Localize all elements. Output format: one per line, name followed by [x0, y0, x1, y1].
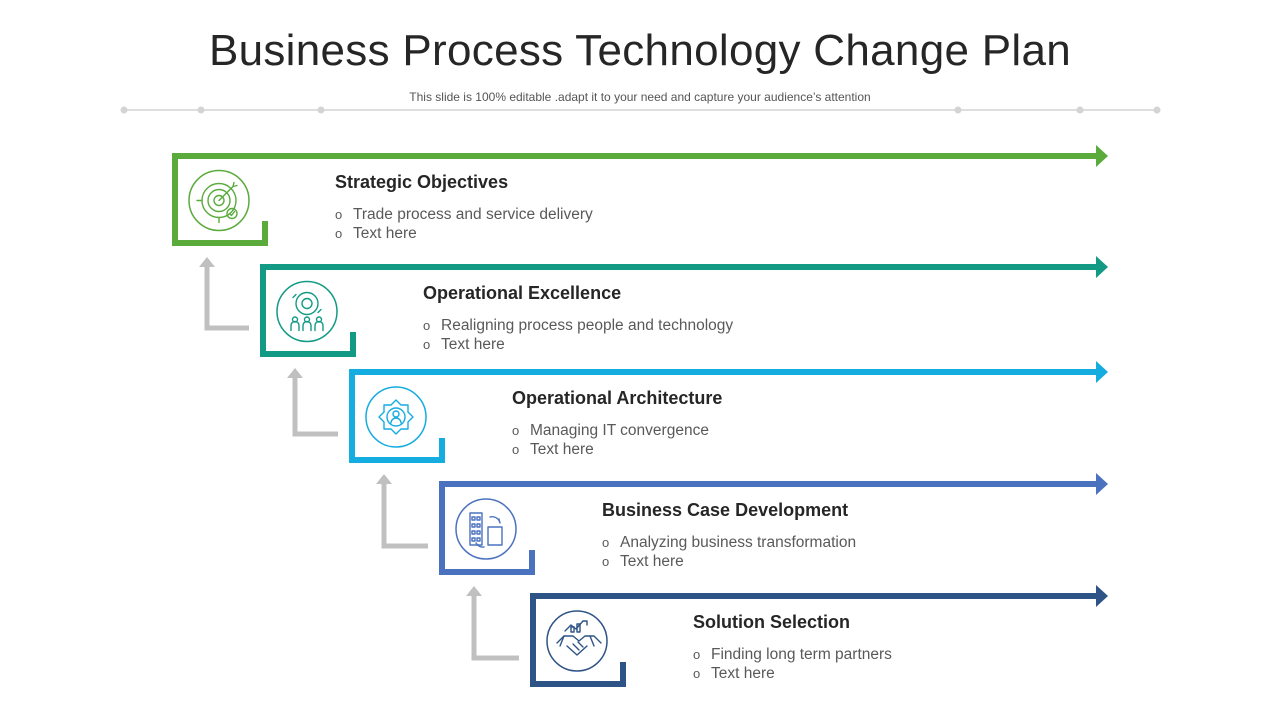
header-divider [120, 106, 1161, 114]
bullet-item: o Text here [335, 224, 593, 243]
bullet-mark: o [335, 226, 343, 241]
stage-2 [260, 256, 1108, 357]
bullet-item: o Analyzing business transformation [602, 533, 856, 552]
buildings-icon [469, 512, 503, 548]
stage-4 [439, 473, 1108, 575]
stage-5 [530, 585, 1108, 687]
stage-title: Business Case Development [602, 500, 849, 520]
stage-icon-circle [455, 498, 517, 560]
connector-arrow [466, 586, 519, 661]
stage-bracket [172, 153, 268, 246]
stage-bracket [349, 369, 445, 463]
bullet-text: Text here [620, 553, 684, 570]
bullet-text: Trade process and service delivery [353, 206, 593, 223]
bullet-mark: o [423, 318, 431, 333]
stage-1 [172, 145, 1108, 246]
slide-title: Business Process Technology Change Plan [208, 26, 1072, 75]
stage-title: Operational Excellence [423, 283, 622, 303]
gear-person-icon [378, 399, 414, 435]
stage-arrow-head [1096, 473, 1108, 495]
bullet-mark: o [693, 647, 701, 662]
bullet-item: o Finding long term partners [693, 645, 892, 664]
stage-3 [349, 361, 1108, 463]
stage-arrow-head [1096, 145, 1108, 167]
stage-bracket [439, 481, 535, 575]
bullet-mark: o [335, 207, 343, 222]
bullet-item: o Managing IT convergence [512, 421, 709, 440]
bullet-item: o Text here [423, 335, 733, 354]
team-cycle-icon [290, 291, 324, 332]
stage-title: Strategic Objectives [335, 172, 509, 192]
connector-arrow [199, 257, 249, 331]
target-icon [196, 181, 238, 224]
bullet-item: o Realigning process people and technolog… [423, 316, 733, 335]
bullet-text: Analyzing business transformation [620, 534, 857, 551]
stage-arrow-head [1096, 256, 1108, 278]
bullet-item: o Trade process and service delivery [335, 205, 593, 224]
stage-arrow-head [1096, 361, 1108, 383]
bullet-item: o Text here [512, 440, 709, 459]
stage-bracket [260, 264, 356, 357]
bullet-text: Text here [530, 441, 594, 458]
bullet-mark: o [512, 423, 520, 438]
stage-title: Solution Selection [693, 612, 851, 632]
bullet-text: Finding long term partners [711, 646, 892, 663]
bullet-mark: o [423, 337, 431, 352]
stage-bracket [530, 593, 626, 687]
bullet-item: o Text here [602, 552, 856, 571]
bullet-item: o Text here [693, 664, 892, 683]
stage-bullets: o Realigning process people and technolog… [423, 316, 733, 354]
bullet-mark: o [693, 666, 701, 681]
stage-arrow-head [1096, 585, 1108, 607]
bullet-text: Text here [711, 665, 775, 682]
bullet-text: Managing IT convergence [530, 422, 709, 439]
bullet-mark: o [602, 554, 610, 569]
stage-icon-circle [546, 610, 608, 672]
bullet-mark: o [512, 442, 520, 457]
bullet-text: Text here [353, 225, 417, 242]
slide-subtitle: This slide is 100% editable .adapt it to… [409, 90, 871, 104]
connector-arrow [376, 474, 428, 549]
bullet-mark: o [602, 535, 610, 550]
connector-arrow [287, 368, 338, 437]
handshake-icon [556, 620, 602, 656]
bullet-text: Text here [441, 336, 505, 353]
stage-icon-circle [276, 280, 338, 343]
stage-title: Operational Architecture [512, 388, 723, 408]
bullet-text: Realigning process people and technology [441, 317, 734, 334]
